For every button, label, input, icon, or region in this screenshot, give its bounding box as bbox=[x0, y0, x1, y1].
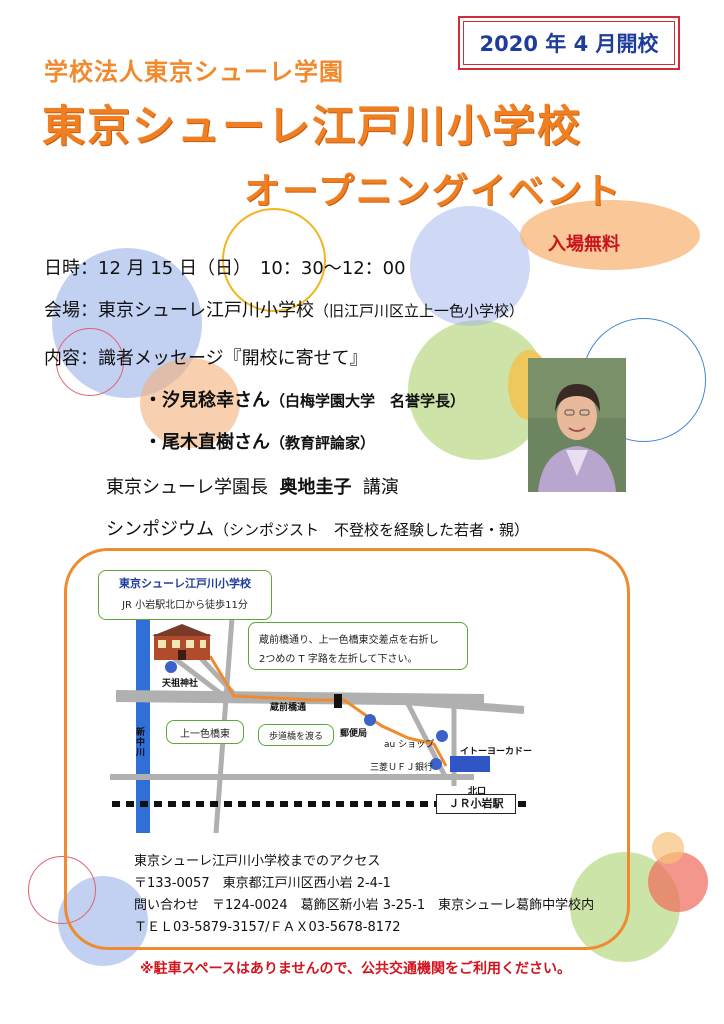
map-road: 蔵前橋通 bbox=[270, 703, 307, 713]
opening-badge: 2020 年 4 月開校 bbox=[458, 16, 680, 70]
bank-marker bbox=[430, 758, 442, 770]
map-shrine: 天祖神社 bbox=[162, 679, 199, 689]
map-station: ＪＲ小岩駅 bbox=[448, 797, 504, 810]
org-name: 学校法人東京シューレ学園 bbox=[44, 58, 344, 86]
speaker2-name: ・尾木直樹さん bbox=[144, 432, 270, 453]
speaker1-name: ・汐見稔幸さん bbox=[144, 390, 270, 411]
au-marker bbox=[436, 730, 448, 742]
bubble-orange-mid bbox=[140, 358, 240, 448]
content-line: 内容：識者メッセージ『開校に寄せて』 bbox=[44, 344, 368, 370]
bubble-blue-top bbox=[410, 206, 530, 326]
map-walk: JR 小岩駅北口から徒歩11分 bbox=[122, 600, 248, 611]
speaker1-title: （白梅学園大学 名誉学長） bbox=[270, 392, 466, 410]
map-drawing bbox=[110, 578, 532, 834]
ring-yellow bbox=[222, 208, 326, 312]
bubble-orange-bottom bbox=[652, 832, 684, 864]
venue-label: 会場： bbox=[44, 300, 98, 321]
ring-red-bottom bbox=[28, 856, 96, 924]
speaker2-line: ・尾木直樹さん（教育評論家） bbox=[144, 428, 375, 454]
parking-notice: ※駐車スペースはありませんので、公共交通機関をご利用ください。 bbox=[140, 961, 571, 977]
map-bridge: 上一色橋東 bbox=[180, 729, 230, 740]
lecture-prefix: 東京シューレ学園長 bbox=[106, 477, 268, 498]
ring-red-left bbox=[56, 328, 124, 396]
symposium: シンポジウム bbox=[106, 519, 214, 540]
speaker-portrait bbox=[528, 358, 626, 492]
map-ito: イトーヨーカドー bbox=[460, 747, 533, 757]
symposium-note: （シンポジスト 不登校を経験した若者・親） bbox=[214, 521, 530, 539]
speaker2-title: （教育評論家） bbox=[270, 434, 376, 452]
map-north-exit: 北口 bbox=[468, 787, 487, 797]
access-inquiry: 問い合わせ 〒124-0024 葛飾区新小岩 3-25-1 東京シューレ葛飾中学… bbox=[134, 898, 595, 913]
map-au: au ショップ bbox=[384, 740, 435, 750]
directions-line2: 2つめの T 字路を左折して下さい。 bbox=[259, 654, 418, 665]
bubble-orange-top bbox=[520, 200, 700, 270]
access-map bbox=[64, 548, 630, 950]
access-tel: ＴＥＬ03-5879-3157/ＦＡＸ03-5678-8172 bbox=[134, 920, 401, 935]
bridge-callout: 上一色橋東 bbox=[166, 720, 244, 744]
speaker1-line: ・汐見稔幸さん（白梅学園大学 名誉学長） bbox=[144, 386, 465, 412]
datetime-line: 日時：12 月 15 日（日） 10：30〜12：00 bbox=[44, 254, 406, 280]
map-bank: 三菱ＵＦＪ銀行 bbox=[370, 763, 434, 773]
venue-value: 東京シューレ江戸川小学校 bbox=[98, 300, 314, 321]
access-address: 〒133-0057 東京都江戸川区西小岩 2-4-1 bbox=[134, 876, 391, 891]
content-label: 内容： bbox=[44, 348, 98, 369]
map-post: 郵便局 bbox=[340, 729, 368, 739]
venue-line: 会場：東京シューレ江戸川小学校（旧江戸川区立上一色小学校） bbox=[44, 296, 524, 322]
map-school-name: 東京シューレ江戸川小学校 bbox=[119, 577, 251, 590]
opening-text: 2020 年 4 月開校 bbox=[463, 21, 675, 65]
station-box: ＪＲ小岩駅 bbox=[436, 794, 516, 814]
bubble-red-bottom bbox=[648, 852, 708, 912]
directions-callout: 蔵前橋通り、上一色橋東交差点を右折し 2つめの T 字路を左折して下さい。 bbox=[248, 622, 468, 670]
map-river: 新中川 bbox=[136, 728, 146, 758]
crosswalk-callout: 歩道橋を渡る bbox=[258, 724, 334, 746]
map-crosswalk: 歩道橋を渡る bbox=[268, 732, 323, 742]
school-callout: 東京シューレ江戸川小学校 JR 小岩駅北口から徒歩11分 bbox=[98, 570, 272, 620]
lecture-name: 奥地圭子 bbox=[279, 477, 352, 498]
school-title: 東京シューレ江戸川小学校 bbox=[42, 102, 582, 152]
datetime-label: 日時： bbox=[44, 258, 98, 279]
shrine-marker bbox=[165, 661, 177, 673]
datetime-value: 12 月 15 日（日） 10：30〜12：00 bbox=[98, 258, 406, 279]
admission-free: 入場無料 bbox=[548, 234, 620, 255]
content-value: 識者メッセージ『開校に寄せて』 bbox=[98, 348, 368, 369]
directions-line1: 蔵前橋通り、上一色橋東交差点を右折し bbox=[259, 635, 439, 646]
symposium-line: シンポジウム（シンポジスト 不登校を経験した若者・親） bbox=[106, 515, 529, 541]
venue-note: （旧江戸川区立上一色小学校） bbox=[314, 302, 525, 320]
access-heading: 東京シューレ江戸川小学校までのアクセス bbox=[134, 854, 381, 869]
lecture-line: 東京シューレ学園長 奥地圭子 講演 bbox=[106, 473, 399, 499]
lecture-suffix: 講演 bbox=[362, 477, 399, 498]
post-marker bbox=[364, 714, 376, 726]
event-title: オープニングイベント bbox=[244, 171, 622, 212]
